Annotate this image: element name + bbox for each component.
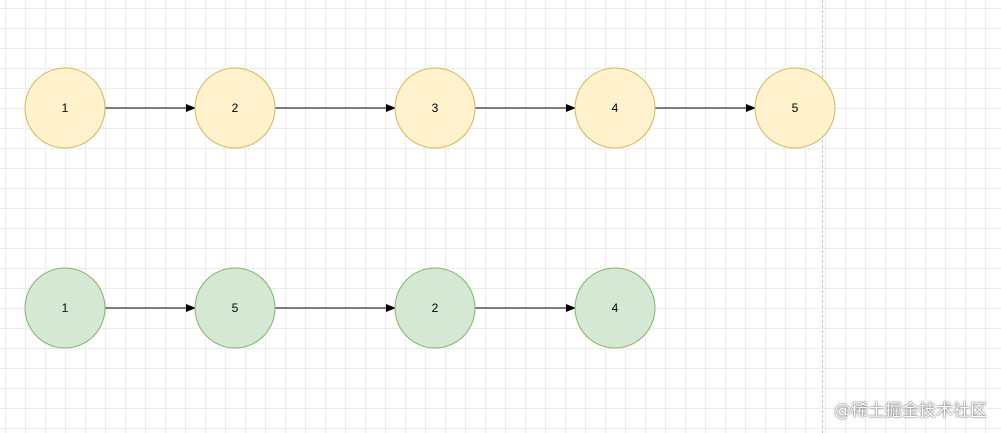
node-green-1: 1 — [24, 267, 106, 349]
node-circle — [394, 67, 476, 149]
node-label: 5 — [792, 101, 799, 115]
watermark: @稀土掘金技术社区 — [834, 401, 987, 421]
node-yellow-1: 1 — [24, 67, 106, 149]
node-green-3: 2 — [394, 267, 476, 349]
node-circle — [24, 267, 106, 349]
node-circle — [24, 67, 106, 149]
node-label: 4 — [612, 301, 619, 315]
node-circle — [194, 267, 276, 349]
node-circle — [754, 67, 836, 149]
node-green-2: 5 — [194, 267, 276, 349]
node-label: 5 — [232, 301, 239, 315]
node-label: 2 — [432, 301, 439, 315]
node-circle — [394, 267, 476, 349]
node-label: 4 — [612, 101, 619, 115]
node-yellow-3: 3 — [394, 67, 476, 149]
node-label: 3 — [432, 101, 439, 115]
edges-layer — [105, 104, 756, 312]
nodes-layer: 1 2 3 4 5 1 5 2 4 — [24, 67, 836, 349]
node-yellow-4: 4 — [574, 67, 656, 149]
node-label: 1 — [62, 301, 69, 315]
page-break-line — [822, 0, 823, 433]
node-label: 2 — [232, 101, 239, 115]
node-circle — [574, 267, 656, 349]
node-circle — [194, 67, 276, 149]
node-yellow-5: 5 — [754, 67, 836, 149]
node-circle — [574, 67, 656, 149]
node-yellow-2: 2 — [194, 67, 276, 149]
node-green-4: 4 — [574, 267, 656, 349]
node-label: 1 — [62, 101, 69, 115]
